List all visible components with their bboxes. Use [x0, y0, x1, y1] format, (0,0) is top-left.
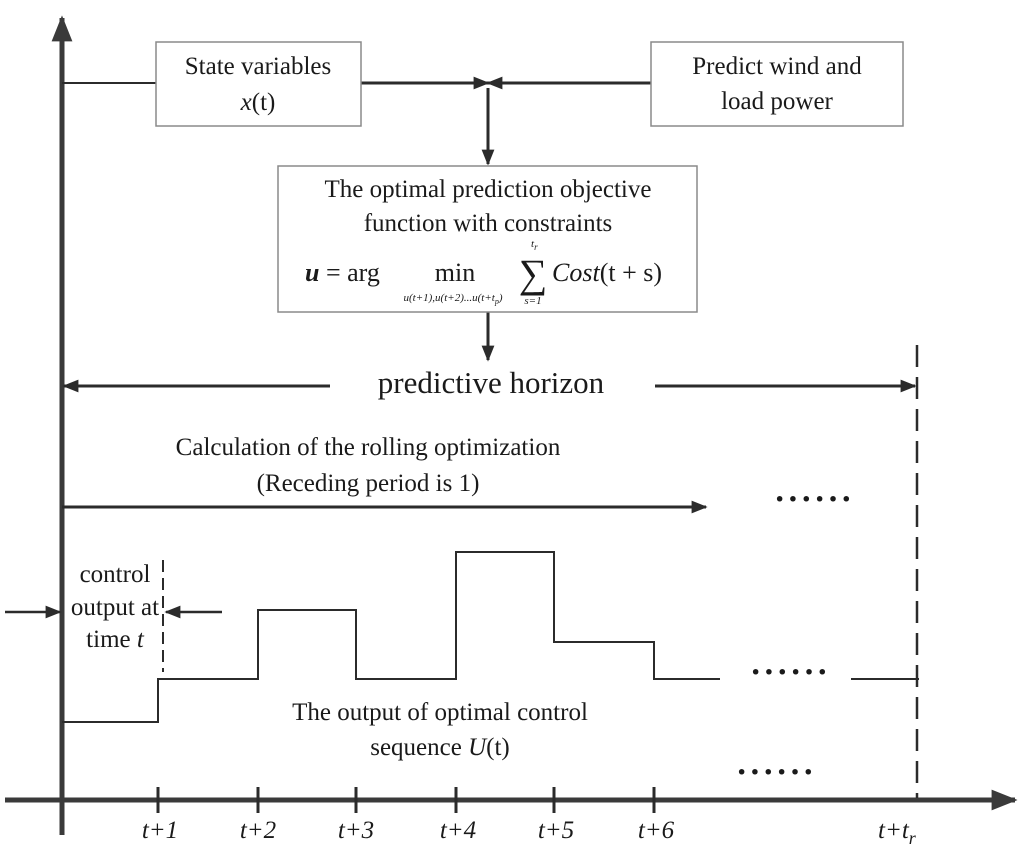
eq-min-subscript: u(t+1),u(t+2)...u(t+tp): [404, 292, 503, 306]
eq-sum-upper: tr: [531, 238, 538, 252]
tick-label-t4: t+4: [440, 817, 476, 844]
tick-label-t2: t+2: [240, 817, 276, 844]
tick-label-t6: t+6: [638, 817, 675, 844]
predict-wind-box: [650, 41, 904, 127]
objective-line-1: The optimal prediction objective: [325, 176, 652, 203]
rolling-ellipsis: ······: [774, 481, 854, 518]
eq-cost: Cost(t + s): [552, 258, 662, 287]
control-sequence-step-line: [62, 551, 720, 723]
tick-marks: [156, 787, 656, 813]
predict-wind-label-2: load power: [721, 88, 833, 115]
eq-min: min: [435, 258, 475, 287]
tick-label-t-tr: t+tr: [878, 817, 917, 848]
tick-label-t5: t+5: [538, 817, 574, 844]
tick-label-t3: t+3: [338, 817, 374, 844]
sequence-label-1: The output of optimal control: [292, 699, 588, 726]
rolling-optimization-label-2: (Receding period is 1): [257, 470, 480, 497]
eq-sum-symbol: ∑: [519, 251, 548, 296]
eq-sum-lower: s=1: [524, 295, 541, 307]
objective-function-box: [277, 165, 698, 313]
sequence-label-2: sequence U(t): [370, 734, 510, 761]
predictive-horizon-label: predictive horizon: [378, 365, 605, 400]
control-output-label-2: output at: [71, 594, 159, 621]
tick-label-t1: t+1: [142, 817, 178, 844]
state-variables-symbol: x(t): [240, 89, 276, 116]
control-output-label-3: time t: [86, 626, 145, 653]
control-output-label-1: control: [80, 561, 151, 588]
objective-line-2: function with constraints: [364, 210, 613, 237]
eq-lhs: u = arg: [305, 258, 380, 287]
step-line-ellipsis: ······: [750, 654, 830, 691]
rolling-optimization-label-1: Calculation of the rolling optimization: [176, 434, 561, 461]
bottom-ellipsis: ······: [736, 754, 816, 791]
predict-wind-label-1: Predict wind and: [692, 53, 862, 80]
state-variables-label: State variables: [185, 53, 331, 80]
state-variables-box: [155, 41, 362, 127]
objective-equation: u = arg min u(t+1),u(t+2)...u(t+tp) ∑ tr…: [305, 238, 662, 307]
